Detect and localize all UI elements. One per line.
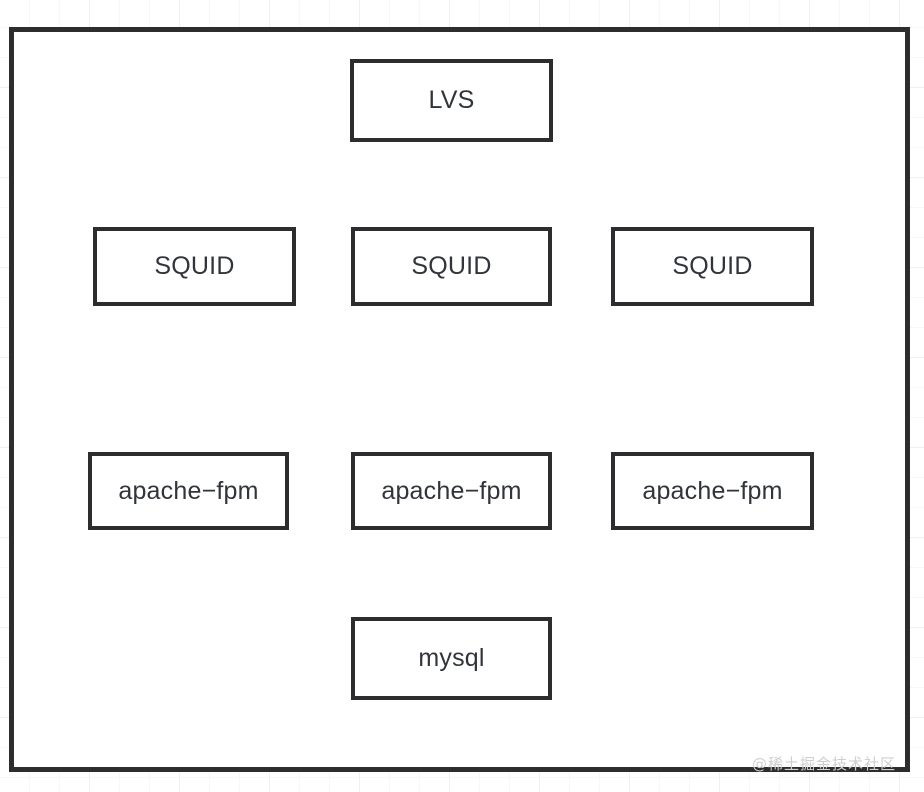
diagram-node-squid-1: SQUID: [93, 227, 296, 306]
diagram-node-apache-2: apache−fpm: [351, 452, 552, 530]
diagram-node-label: SQUID: [154, 252, 235, 280]
diagram-node-label: LVS: [428, 86, 475, 114]
diagram-node-apache-1: apache−fpm: [88, 452, 289, 530]
diagram-node-lvs: LVS: [350, 59, 553, 142]
diagram-node-label: apache−fpm: [642, 476, 783, 505]
diagram-node-label: apache−fpm: [118, 476, 259, 505]
diagram-frame: LVS SQUID SQUID SQUID apache−fpm apache−fpm ap…: [9, 27, 910, 772]
diagram-node-label: mysql: [418, 644, 485, 672]
diagram-node-apache-3: apache−fpm: [611, 452, 814, 530]
watermark-label: @稀土掘金技术社区: [751, 755, 896, 773]
diagram-node-squid-2: SQUID: [351, 227, 552, 306]
diagram-node-label: apache−fpm: [381, 476, 522, 505]
diagram-node-label: SQUID: [672, 252, 753, 280]
diagram-node-squid-3: SQUID: [611, 227, 814, 306]
diagram-node-mysql: mysql: [351, 617, 552, 700]
diagram-node-label: SQUID: [411, 252, 492, 280]
